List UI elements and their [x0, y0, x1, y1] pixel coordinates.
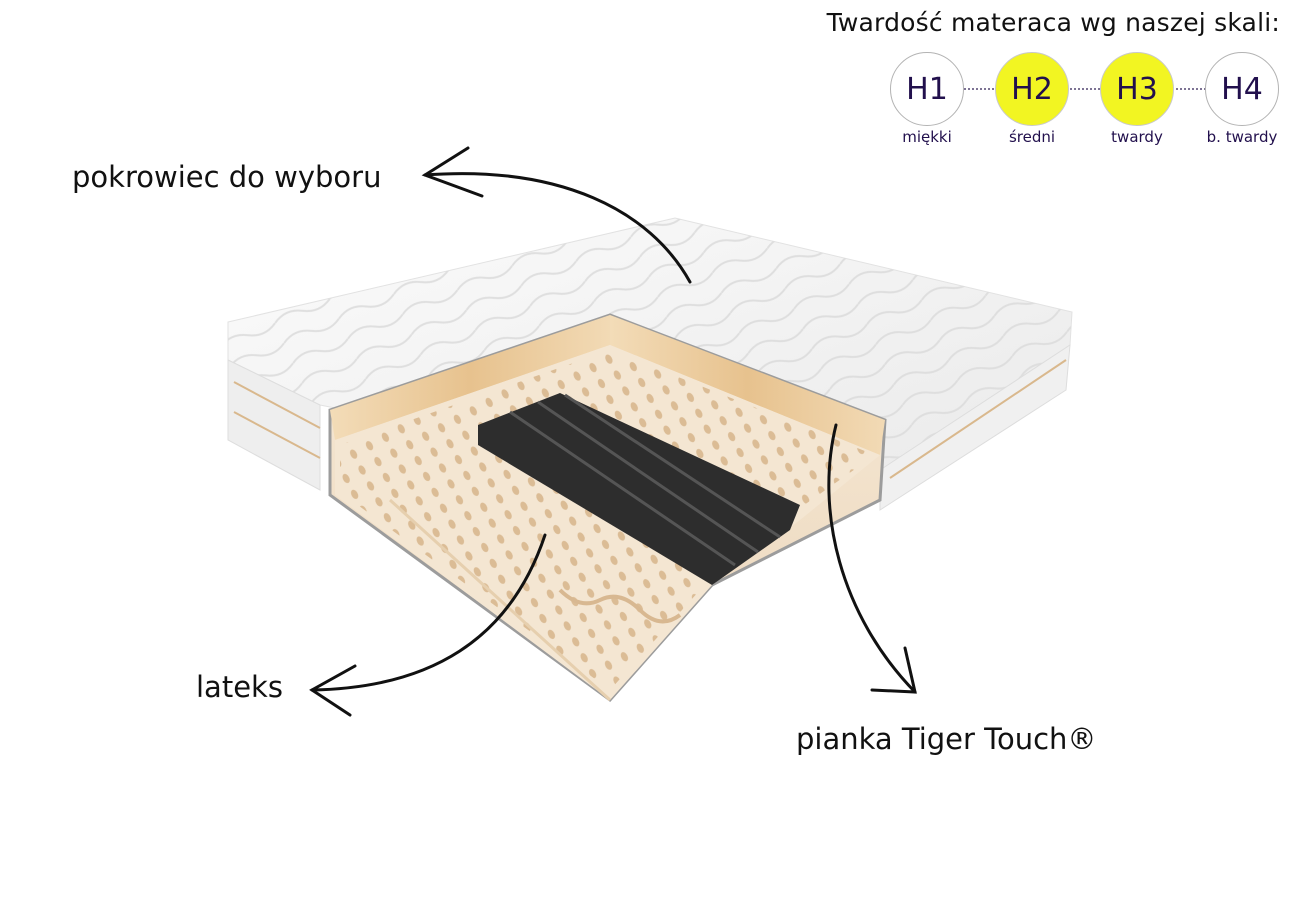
firmness-h1: H1: [890, 52, 964, 126]
firmness-h3-code: H3: [1116, 71, 1158, 107]
latex-callout-label: lateks: [196, 670, 283, 704]
firmness-h4: H4: [1205, 52, 1279, 126]
firmness-h2-label: średni: [1008, 128, 1056, 146]
foam-insert: [478, 393, 800, 585]
firmness-h4-code: H4: [1221, 71, 1263, 107]
firmness-h3: H3: [1100, 52, 1174, 126]
foam-callout-label: pianka Tiger Touch®: [796, 722, 1097, 756]
firmness-h3-label: twardy: [1111, 128, 1163, 146]
firmness-h1-code: H1: [906, 71, 948, 107]
firmness-h2: H2: [995, 52, 1069, 126]
firmness-h1-label: miękki: [902, 128, 952, 146]
scale-connector: [1176, 88, 1206, 90]
latex-arrow: [309, 533, 547, 717]
cover-callout-label: pokrowiec do wyboru: [72, 160, 382, 194]
firmness-h4-label: b. twardy: [1206, 128, 1278, 146]
cover-arrow: [421, 146, 692, 284]
scale-connector: [964, 88, 994, 90]
foam-arrow: [827, 423, 917, 694]
firmness-h2-code: H2: [1011, 71, 1053, 107]
firmness-scale: H1 H2 H3 H4 miękki średni twardy b. twar…: [890, 52, 1280, 152]
scale-connector: [1070, 88, 1100, 90]
firmness-scale-title: Twardość materaca wg naszej skali:: [826, 8, 1280, 37]
